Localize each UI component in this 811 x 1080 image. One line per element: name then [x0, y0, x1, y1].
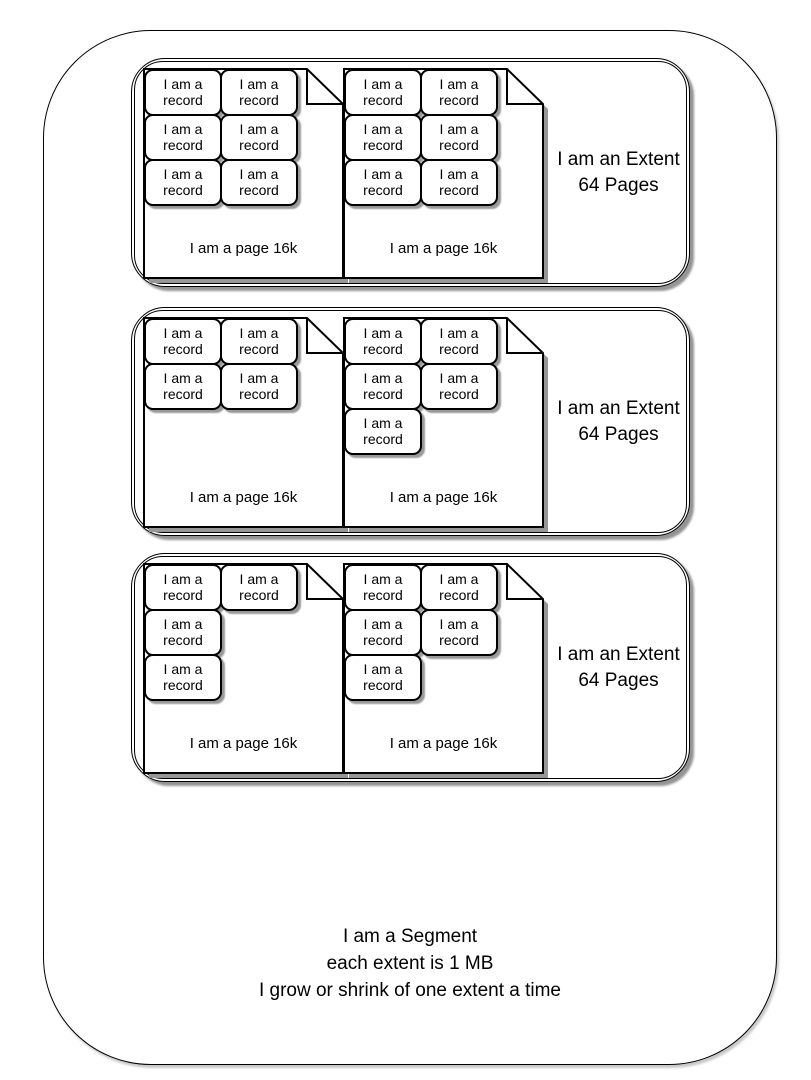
record: I am a record: [144, 654, 222, 701]
page-fold-icon: [506, 69, 543, 105]
record-label: I am a record: [163, 325, 203, 357]
record: I am a record: [420, 609, 498, 656]
segment-caption-line: each extent is 1 MB: [326, 953, 494, 974]
page-label: I am a page 16k: [189, 240, 298, 257]
record: I am a record: [420, 363, 498, 410]
page-fold-icon: [506, 564, 543, 600]
extent-label-line: 64 Pages: [578, 669, 659, 691]
record: I am a record: [220, 159, 298, 206]
record-label: I am a record: [439, 76, 479, 108]
extent-label-line: I am an Extent: [557, 643, 680, 665]
page-fold-icon: [306, 318, 343, 354]
record: I am a record: [220, 318, 298, 365]
record: I am a record: [220, 114, 298, 161]
record: I am a record: [344, 609, 422, 656]
extent-label: I am an Extent 64 Pages: [555, 557, 682, 778]
extent-label: I am an Extent 64 Pages: [555, 311, 682, 532]
record: I am a record: [344, 114, 422, 161]
page-fold-icon: [306, 564, 343, 600]
record-label: I am a record: [163, 571, 203, 603]
record: I am a record: [420, 318, 498, 365]
record: I am a record: [220, 69, 298, 116]
record-label: I am a record: [239, 121, 279, 153]
record-label: I am a record: [363, 166, 403, 198]
segment: I am a Segment each extent is 1 MB I gro…: [43, 30, 777, 1065]
record-label: I am a record: [239, 571, 279, 603]
page-label: I am a page 16k: [389, 240, 498, 257]
segment-caption-line: I grow or shrink of one extent a time: [258, 980, 562, 1001]
record-label: I am a record: [363, 415, 403, 447]
page-fold-icon: [506, 318, 543, 354]
record-label: I am a record: [239, 166, 279, 198]
record-label: I am a record: [439, 616, 479, 648]
record: I am a record: [144, 363, 222, 410]
record: I am a record: [420, 564, 498, 611]
record: I am a record: [420, 114, 498, 161]
record-label: I am a record: [163, 166, 203, 198]
record: I am a record: [344, 69, 422, 116]
record: I am a record: [144, 69, 222, 116]
record: I am a record: [344, 654, 422, 701]
extent-label-line: 64 Pages: [578, 423, 659, 445]
record-label: I am a record: [163, 121, 203, 153]
page-fold-icon: [306, 69, 343, 105]
record: I am a record: [344, 363, 422, 410]
record-label: I am a record: [439, 571, 479, 603]
extent-label-line: 64 Pages: [578, 174, 659, 196]
record-label: I am a record: [439, 166, 479, 198]
record: I am a record: [344, 408, 422, 455]
record: I am a record: [144, 318, 222, 365]
record-label: I am a record: [363, 661, 403, 693]
record: I am a record: [344, 564, 422, 611]
segment-caption: I am a Segment each extent is 1 MB I gro…: [44, 923, 776, 1004]
record-label: I am a record: [363, 76, 403, 108]
record-label: I am a record: [439, 121, 479, 153]
page-label: I am a page 16k: [389, 489, 498, 506]
segment-caption-line: I am a Segment: [342, 926, 478, 947]
extent-label-line: I am an Extent: [557, 148, 680, 170]
record-label: I am a record: [239, 325, 279, 357]
record-label: I am a record: [363, 571, 403, 603]
record-label: I am a record: [363, 370, 403, 402]
record: I am a record: [344, 159, 422, 206]
record: I am a record: [220, 564, 298, 611]
extent-label: I am an Extent 64 Pages: [555, 62, 682, 283]
record-label: I am a record: [163, 616, 203, 648]
record-label: I am a record: [363, 325, 403, 357]
record: I am a record: [420, 159, 498, 206]
record-label: I am a record: [239, 370, 279, 402]
record-label: I am a record: [363, 121, 403, 153]
record: I am a record: [144, 564, 222, 611]
record: I am a record: [144, 609, 222, 656]
record: I am a record: [344, 318, 422, 365]
page-label: I am a page 16k: [389, 735, 498, 752]
record: I am a record: [144, 114, 222, 161]
record: I am a record: [420, 69, 498, 116]
page-label: I am a page 16k: [189, 489, 298, 506]
record-label: I am a record: [163, 76, 203, 108]
record-label: I am a record: [439, 370, 479, 402]
page-label: I am a page 16k: [189, 735, 298, 752]
record: I am a record: [144, 159, 222, 206]
record-label: I am a record: [163, 661, 203, 693]
record-label: I am a record: [239, 76, 279, 108]
record-label: I am a record: [363, 616, 403, 648]
extent-label-line: I am an Extent: [557, 397, 680, 419]
record: I am a record: [220, 363, 298, 410]
record-label: I am a record: [163, 370, 203, 402]
record-label: I am a record: [439, 325, 479, 357]
